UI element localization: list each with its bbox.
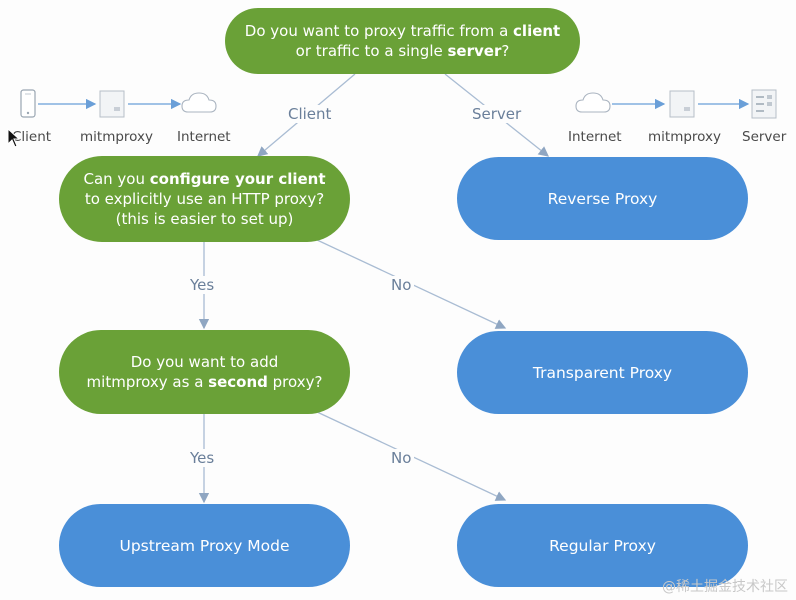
regular-proxy-label: Regular Proxy xyxy=(549,536,656,555)
left-mitmproxy-box-icon xyxy=(99,90,125,118)
configure-q-line3: (this is easier to set up) xyxy=(115,210,294,228)
upstream-proxy-label: Upstream Proxy Mode xyxy=(119,536,290,555)
configure-q-line1-pre: Can you xyxy=(83,170,150,188)
root-q-line1-pre: Do you want to proxy traffic from a xyxy=(244,22,514,40)
edge-label-server: Server xyxy=(469,105,525,123)
edge-label-no-2: No xyxy=(388,449,415,467)
edge-label-yes-1: Yes xyxy=(187,276,218,294)
second-proxy-question-node: Do you want to add mitmproxy as a second… xyxy=(59,330,350,414)
edge-label-yes-2: Yes xyxy=(187,449,218,467)
second-q-line2-pre: mitmproxy as a xyxy=(86,373,209,391)
right-server-label: Server xyxy=(742,129,787,145)
left-internet-label: Internet xyxy=(177,129,231,145)
second-q-line2-bold: second xyxy=(208,373,268,391)
second-q-line2-post: proxy? xyxy=(267,373,323,391)
root-q-line2-post: ? xyxy=(501,42,510,60)
upstream-proxy-node: Upstream Proxy Mode xyxy=(59,504,350,587)
root-q-line2-pre: or traffic to a single xyxy=(295,42,448,60)
transparent-proxy-node: Transparent Proxy xyxy=(457,331,748,414)
configure-q-line2: to explicitly use an HTTP proxy? xyxy=(84,190,325,208)
server-icon xyxy=(751,89,777,119)
reverse-proxy-node: Reverse Proxy xyxy=(457,157,748,240)
root-q-line1-bold: client xyxy=(513,22,561,40)
right-mitmproxy-box-icon xyxy=(669,90,695,118)
regular-proxy-node: Regular Proxy xyxy=(457,504,748,587)
transparent-proxy-label: Transparent Proxy xyxy=(532,363,673,382)
right-device-chain xyxy=(575,89,777,119)
phone-icon xyxy=(20,89,36,118)
left-device-chain xyxy=(20,89,217,118)
watermark: @稀土掘金技术社区 xyxy=(662,579,788,595)
edge-label-client: Client xyxy=(285,105,335,123)
mouse-cursor-icon xyxy=(7,128,21,148)
left-cloud-icon xyxy=(181,92,217,113)
flow-edges xyxy=(198,73,550,504)
root-question-node: Do you want to proxy traffic from a clie… xyxy=(225,8,580,74)
right-cloud-icon xyxy=(575,92,611,113)
right-mitmproxy-label: mitmproxy xyxy=(648,129,721,145)
configure-question-node: Can you configure your client to explici… xyxy=(59,156,350,242)
reverse-proxy-label: Reverse Proxy xyxy=(547,189,658,208)
left-mitmproxy-label: mitmproxy xyxy=(80,129,153,145)
second-q-line1: Do you want to add xyxy=(130,353,279,371)
configure-q-line1-bold: configure your client xyxy=(149,170,326,188)
left-client-label: Client xyxy=(12,129,52,145)
right-internet-label: Internet xyxy=(568,129,622,145)
root-q-line2-bold: server xyxy=(447,42,502,60)
edge-label-no-1: No xyxy=(388,276,415,294)
